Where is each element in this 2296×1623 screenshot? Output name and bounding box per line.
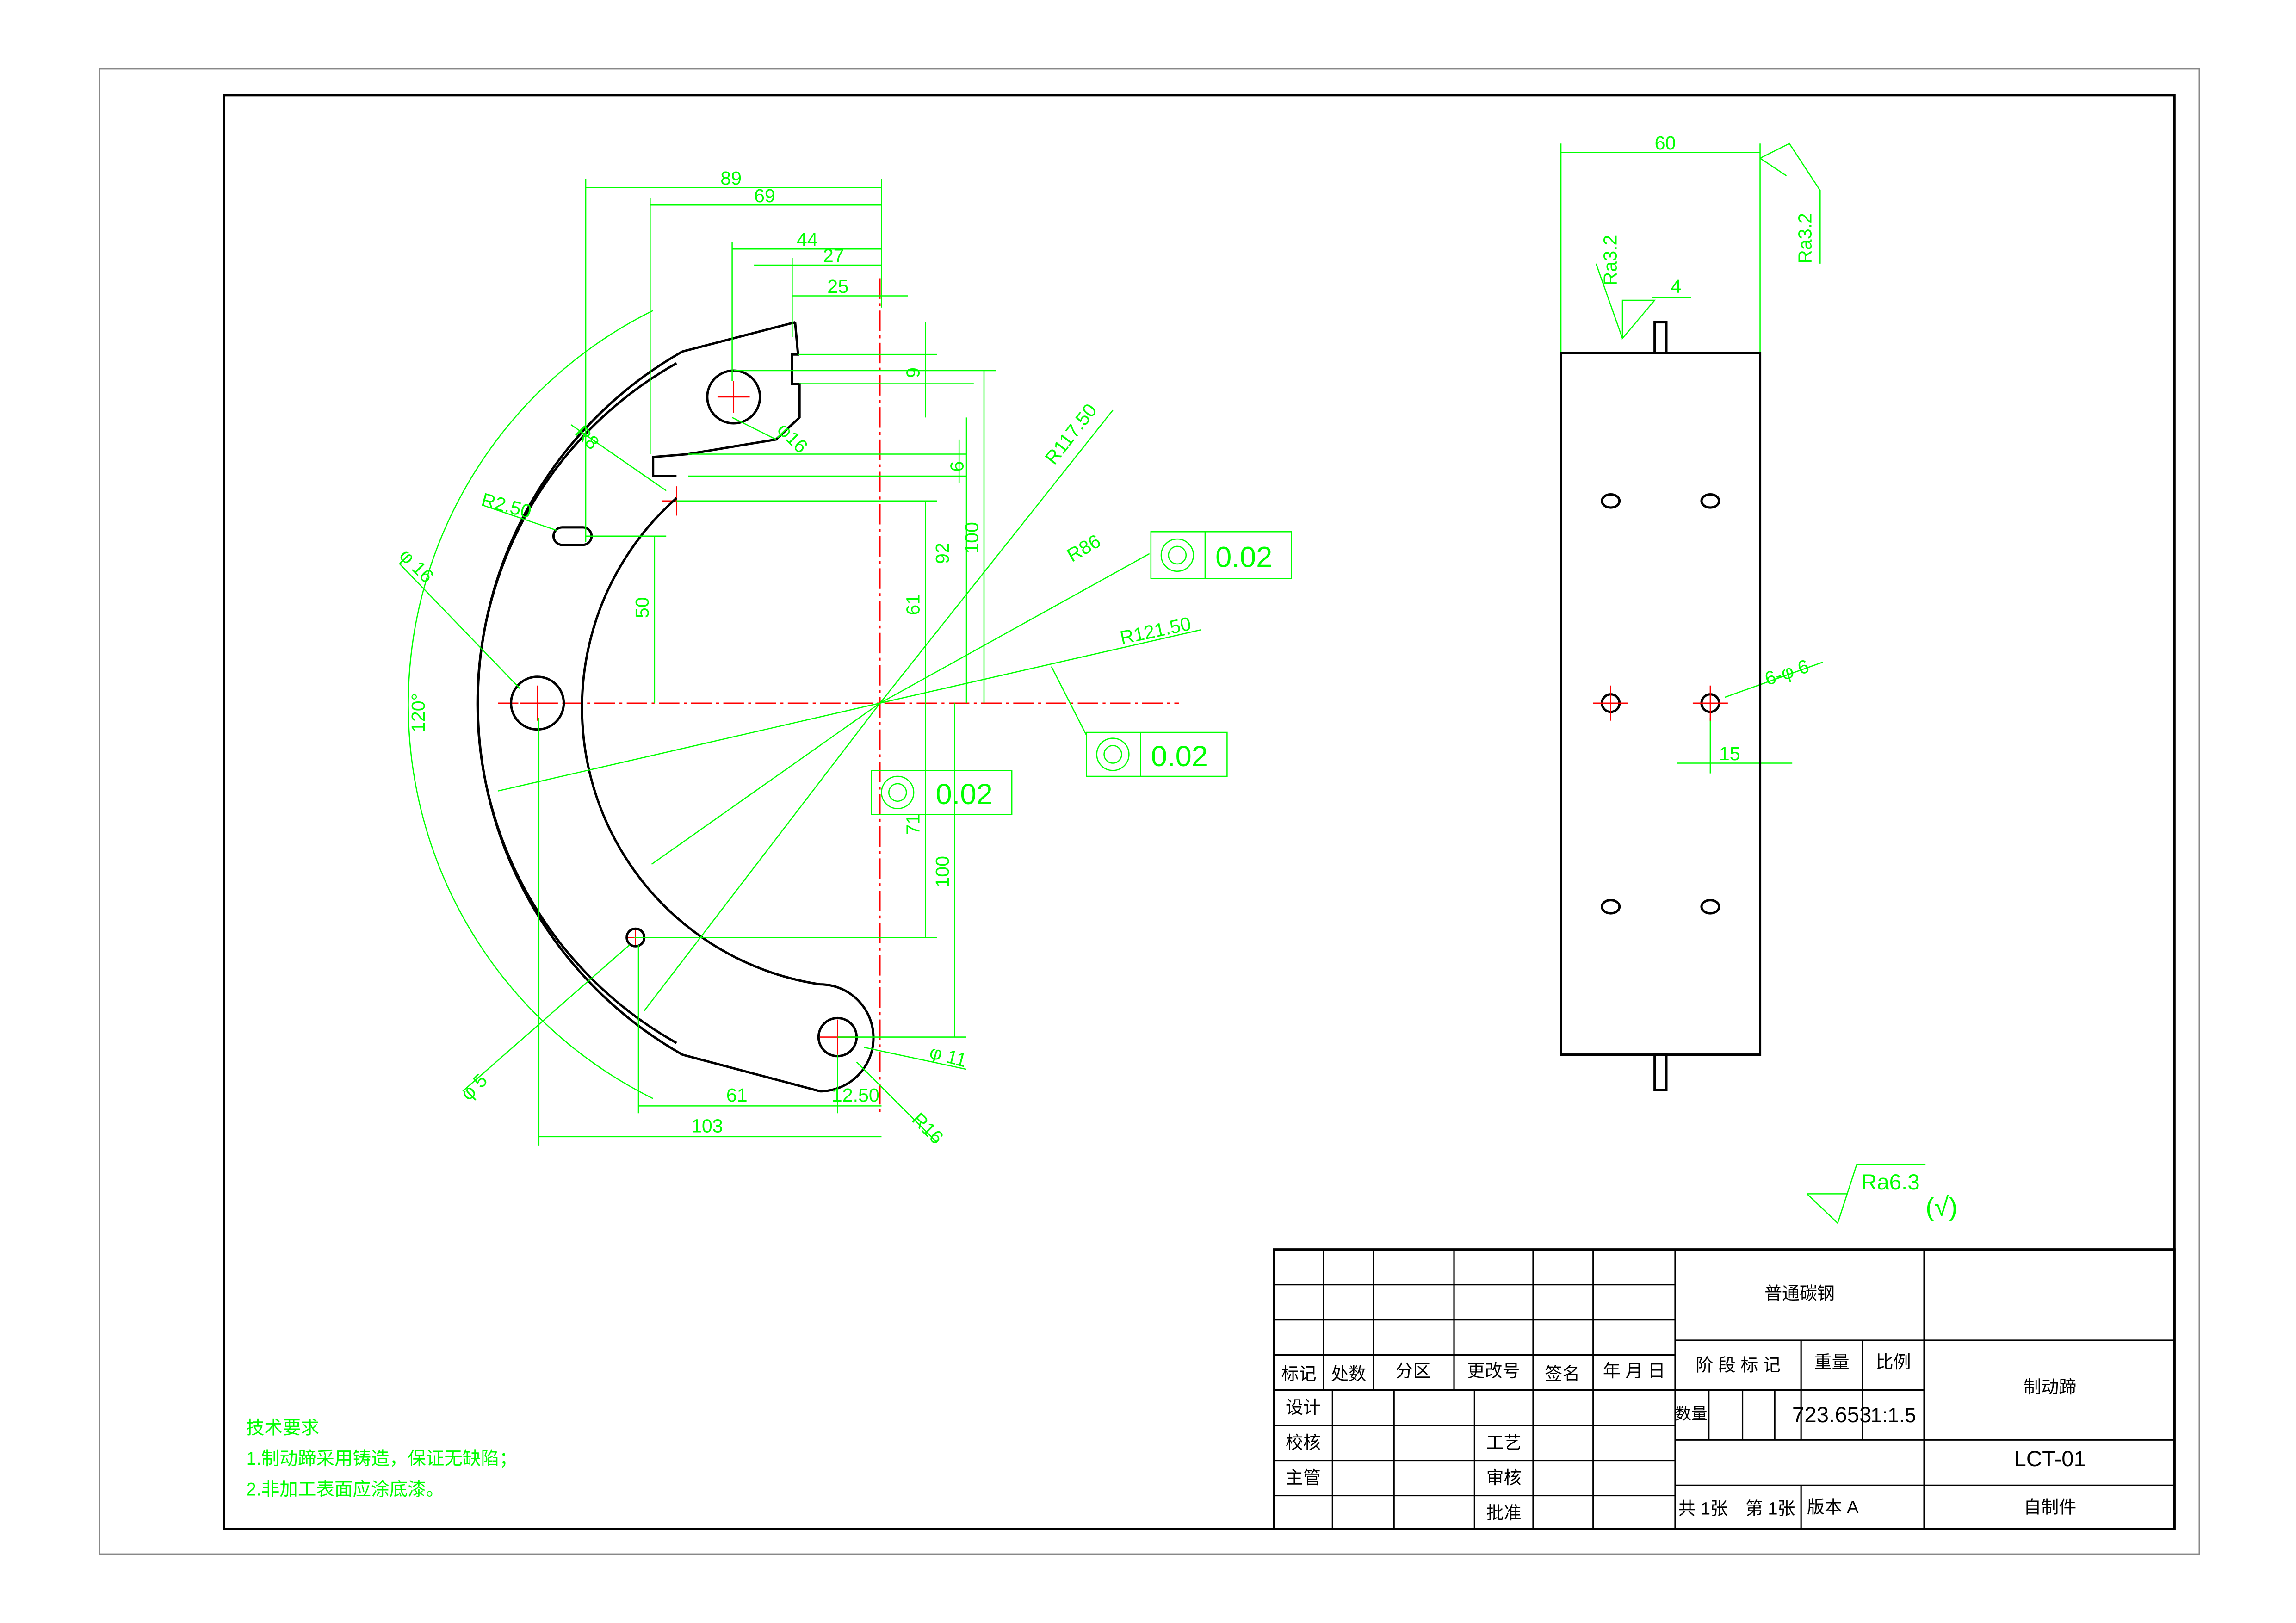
role-supervisor: 主管 — [1286, 1468, 1321, 1488]
header-zone: 分区 — [1395, 1362, 1430, 1381]
header-date: 年 月 日 — [1603, 1362, 1665, 1381]
header-change-no: 更改号 — [1467, 1362, 1520, 1381]
header-signature: 签名 — [1545, 1364, 1580, 1384]
weight-value: 723.653 — [1792, 1403, 1872, 1427]
dim-120-deg: 120° — [408, 693, 429, 732]
tech-line-1: 1.制动蹄采用铸造，保证无缺陷； — [246, 1449, 518, 1469]
dim-61-vertical: 61 — [903, 594, 924, 615]
dim-44: 44 — [797, 229, 818, 250]
tech-title: 技术要求 — [246, 1418, 319, 1438]
role-design: 设计 — [1286, 1398, 1321, 1418]
roughness-ra3.2-left: Ra3.2 — [1599, 235, 1621, 286]
dim-R16: R16 — [908, 1109, 947, 1148]
material: 普通碳钢 — [1764, 1284, 1835, 1303]
dim-89: 89 — [720, 167, 742, 189]
dim-9: 9 — [903, 367, 924, 378]
dim-6-holes: 6-φ 6 — [1762, 655, 1812, 689]
roughness-general-symbol: (√) — [1925, 1192, 1957, 1222]
dim-100-top: 100 — [961, 522, 982, 554]
dim-15: 15 — [1719, 743, 1740, 764]
sheet-total: 共 1张 — [1678, 1499, 1728, 1519]
source-type: 自制件 — [2024, 1498, 2076, 1518]
quantity-label: 数量 — [1675, 1405, 1708, 1423]
dim-6: 6 — [947, 461, 968, 472]
dim-12.50: 12.50 — [832, 1084, 879, 1106]
version: 版本 A — [1807, 1498, 1859, 1518]
dim-60: 60 — [1655, 132, 1676, 154]
hole-16-left — [510, 675, 565, 731]
tolerance-value: 0.02 — [1151, 740, 1208, 773]
dim-phi5: φ 5 — [457, 1070, 492, 1105]
stage-mark: 阶 段 标 记 — [1696, 1356, 1781, 1375]
dim-100-bottom: 100 — [932, 856, 953, 888]
dim-69: 69 — [754, 185, 775, 206]
dim-R121.50: R121.50 — [1118, 613, 1193, 649]
role-check: 校核 — [1286, 1433, 1321, 1453]
roughness-ra6.3: Ra6.3 — [1861, 1170, 1920, 1195]
brake-shoe-side-view — [1560, 321, 1762, 1091]
weight-label: 重量 — [1814, 1353, 1850, 1372]
outer-frame — [99, 68, 2200, 1555]
scale-value: 1:1.5 — [1870, 1404, 1916, 1427]
tolerance-frame-3: 0.02 — [871, 770, 1013, 815]
role-review: 审核 — [1486, 1468, 1522, 1488]
dim-50: 50 — [631, 597, 653, 618]
roughness-ra3.2-right: Ra3.2 — [1794, 213, 1815, 264]
dim-phi16-top: φ16 — [773, 419, 812, 458]
scale-label: 比例 — [1876, 1353, 1911, 1372]
dim-R8: R8 — [571, 421, 603, 454]
tech-line-2: 2.非加工表面应涂底漆。 — [246, 1480, 445, 1500]
brake-shoe-front-view — [476, 321, 875, 1093]
dim-R86: R86 — [1063, 530, 1104, 566]
inner-frame — [223, 94, 2176, 1530]
role-process: 工艺 — [1486, 1433, 1522, 1453]
dim-R2.50: R2.50 — [479, 489, 534, 523]
role-approve: 批准 — [1486, 1504, 1522, 1523]
tolerance-value: 0.02 — [936, 778, 993, 811]
dim-71: 71 — [903, 814, 924, 835]
dim-25: 25 — [827, 276, 848, 297]
dimension-labels: 89 69 44 27 25 9 φ16 6 R117.50 R8 R2.50 … — [396, 132, 1958, 1222]
dimension-lines — [399, 142, 1926, 1224]
dim-92: 92 — [932, 543, 953, 564]
tolerance-frame-2: 0.02 — [1086, 731, 1228, 777]
part-name: 制动蹄 — [2024, 1378, 2076, 1397]
sheet-number: 第 1张 — [1745, 1499, 1795, 1519]
dim-phi16-left: φ 16 — [396, 545, 438, 587]
header-mark: 标记 — [1281, 1364, 1317, 1384]
dim-R117: R117.50 — [1041, 400, 1101, 469]
dim-4: 4 — [1671, 276, 1681, 297]
tolerance-frame-1: 0.02 — [1150, 531, 1292, 579]
dim-27: 27 — [823, 245, 844, 266]
title-block: 普通碳钢 标记 处数 分区 更改号 签名 年 月 日 设计 校核 主管 工艺 审… — [1273, 1248, 2176, 1530]
dim-61-horizontal: 61 — [726, 1084, 748, 1106]
tolerance-value: 0.02 — [1215, 541, 1272, 573]
drawing-number: LCT-01 — [2014, 1447, 2086, 1471]
dim-phi11: φ 11 — [927, 1041, 969, 1071]
technical-requirements: 技术要求 1.制动蹄采用铸造，保证无缺陷； 2.非加工表面应涂底漆。 — [246, 1418, 518, 1500]
header-count: 处数 — [1331, 1364, 1366, 1384]
dim-103: 103 — [691, 1115, 723, 1136]
